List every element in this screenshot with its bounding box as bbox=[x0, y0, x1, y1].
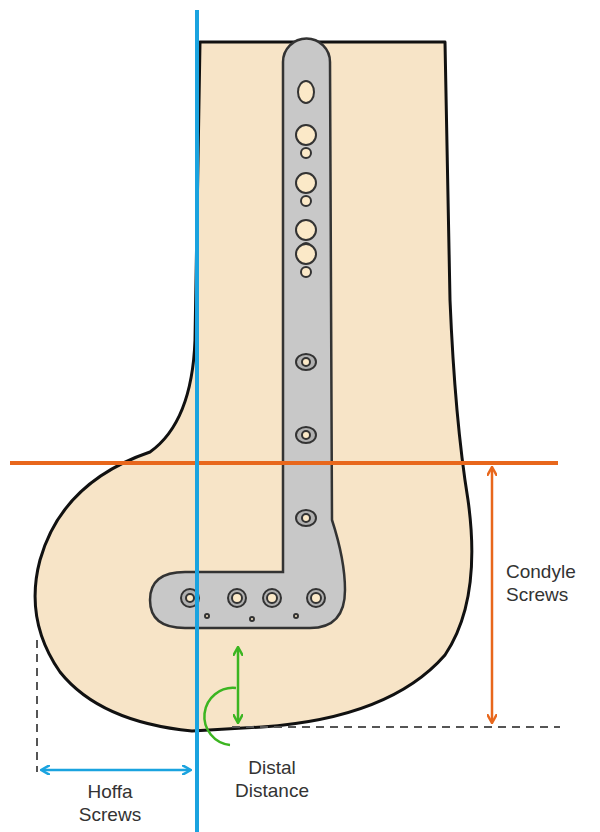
condyle-line bbox=[10, 461, 558, 465]
plate-holes bbox=[296, 81, 316, 277]
condyle-label: Condyle Screws bbox=[506, 560, 596, 606]
hoffa-label: Hoffa Screws bbox=[65, 780, 155, 826]
locking-plate bbox=[150, 39, 345, 629]
distal-arrow bbox=[237, 648, 240, 722]
distal-label: Distal Distance bbox=[222, 756, 322, 802]
hoffa-line bbox=[195, 10, 199, 832]
dashed-guide bbox=[232, 726, 560, 728]
locking-holes bbox=[181, 354, 325, 621]
condyle-arrow bbox=[491, 468, 494, 722]
dashed-guide bbox=[36, 640, 38, 772]
hoffa-arrow bbox=[42, 769, 190, 772]
distal-angle-arc bbox=[204, 688, 236, 745]
